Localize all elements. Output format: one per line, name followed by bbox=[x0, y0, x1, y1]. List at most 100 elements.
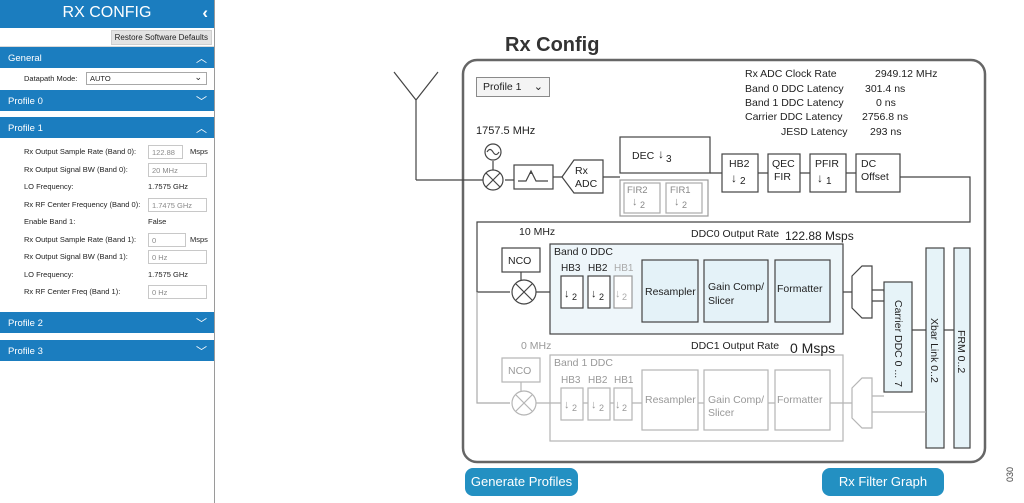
band0-hb1-factor: 2 bbox=[622, 292, 627, 302]
field-row: Rx Output Sample Rate (Band 1): 0 Msps bbox=[0, 231, 214, 249]
section-profile-0[interactable]: Profile 0 ﹀ bbox=[0, 90, 214, 112]
rf-center-band1-input[interactable]: 0 Hz bbox=[148, 285, 207, 299]
band1-gain-comp-block bbox=[703, 369, 769, 431]
down-arrow-icon: ↓ bbox=[731, 171, 737, 185]
section-profile-3[interactable]: Profile 3 ﹀ bbox=[0, 340, 214, 362]
band1-hb3-factor: 2 bbox=[572, 403, 577, 413]
unit-label: Msps bbox=[190, 234, 208, 244]
band0-hb2-factor: 2 bbox=[599, 292, 604, 302]
restore-defaults-button[interactable]: Restore Software Defaults bbox=[110, 30, 212, 45]
rx-filter-graph-button[interactable]: Rx Filter Graph bbox=[822, 468, 944, 496]
sample-rate-band0-input[interactable]: 122.88 bbox=[148, 145, 183, 159]
fir1-label: FIR1 bbox=[670, 185, 691, 196]
rf-center-band0-input[interactable]: 1.7475 GHz bbox=[148, 197, 207, 212]
down-arrow-icon: ↓ bbox=[658, 147, 664, 161]
frm-label: FRM 0..2 bbox=[955, 330, 967, 373]
pfir-label: PFIR bbox=[815, 158, 839, 170]
profile-select[interactable]: Profile 1 ⌄ bbox=[476, 77, 550, 97]
section-general[interactable]: General ︿ bbox=[0, 47, 214, 69]
lo-frequency-label: 1757.5 MHz bbox=[476, 125, 535, 137]
section-profile-1-label: Profile 1 bbox=[8, 123, 43, 134]
field-label: Rx Output Sample Rate (Band 1): bbox=[24, 234, 137, 244]
down-arrow-icon: ↓ bbox=[817, 171, 823, 185]
dc-offset-block bbox=[855, 153, 901, 193]
band1-gain-comp-label: Gain Comp/ bbox=[708, 394, 764, 406]
field-row: LO Frequency: 1.7575 GHz bbox=[0, 266, 214, 284]
down-arrow-icon: ↓ bbox=[615, 288, 621, 300]
carrier-latency-label: Carrier DDC Latency bbox=[745, 111, 843, 123]
pfir-block bbox=[809, 153, 847, 193]
datapath-mode-value: AUTO bbox=[90, 74, 111, 83]
down-arrow-icon: ↓ bbox=[591, 399, 597, 411]
qec-fir-block bbox=[767, 153, 801, 193]
fir1-block bbox=[665, 182, 703, 214]
field-row: LO Frequency: 1.7575 GHz bbox=[0, 178, 214, 196]
field-label: Rx RF Center Frequency (Band 0): bbox=[24, 199, 141, 209]
band1-formatter-block bbox=[774, 369, 831, 431]
collapse-panel-icon[interactable]: ‹ bbox=[202, 3, 208, 22]
band0-hb2-label: HB2 bbox=[588, 263, 608, 274]
down-arrow-icon: ↓ bbox=[632, 196, 638, 208]
band0-latency-label: Band 0 DDC Latency bbox=[745, 83, 844, 95]
chevron-down-icon: ⌄ bbox=[533, 81, 543, 93]
chevron-down-icon: ﹀ bbox=[196, 96, 207, 108]
band0-nco-label: NCO bbox=[508, 255, 531, 267]
xbar-link-block bbox=[925, 247, 945, 449]
band0-slicer-label: Slicer bbox=[708, 295, 735, 307]
band0-gain-comp-label: Gain Comp/ bbox=[708, 281, 764, 293]
signal-bw-band0-input[interactable]: 20 MHz bbox=[148, 162, 207, 177]
adc-clock-value: 2949.12 MHz bbox=[875, 68, 937, 80]
band0-gain-comp-block bbox=[703, 259, 769, 323]
band0-hb3-label: HB3 bbox=[561, 263, 581, 274]
band1-hb1-block bbox=[613, 387, 633, 421]
section-profile-2[interactable]: Profile 2 ﹀ bbox=[0, 312, 214, 334]
band1-nco-label: NCO bbox=[508, 365, 531, 377]
section-profile-1[interactable]: Profile 1 ︿ bbox=[0, 117, 214, 139]
adc-clock-label: Rx ADC Clock Rate bbox=[745, 68, 837, 80]
chevron-down-icon: ﹀ bbox=[196, 318, 207, 330]
generate-profiles-button[interactable]: Generate Profiles bbox=[465, 468, 578, 496]
unit-label: Msps bbox=[190, 147, 208, 156]
band0-formatter-block bbox=[774, 259, 831, 323]
signal-bw-band1-input[interactable]: 0 Hz bbox=[148, 250, 207, 264]
hb2-label: HB2 bbox=[729, 158, 750, 170]
jesd-latency-label: JESD Latency bbox=[781, 126, 848, 138]
field-row: Rx Output Sample Rate (Band 0): 122.88 M… bbox=[0, 143, 214, 161]
datapath-mode-select[interactable]: AUTO ⌄ bbox=[86, 72, 207, 85]
down-arrow-icon: ↓ bbox=[674, 196, 680, 208]
enable-band1-value[interactable]: False bbox=[148, 217, 167, 226]
offset-label: Offset bbox=[861, 171, 889, 183]
carrier-ddc-label: Carrier DDC 0 ... 7 bbox=[892, 300, 904, 387]
band0-hb3-block bbox=[560, 275, 584, 309]
carrier-ddc-block bbox=[883, 281, 913, 393]
frm-block bbox=[953, 247, 971, 449]
band1-mux-icon bbox=[851, 377, 873, 429]
chevron-up-icon: ︿ bbox=[196, 53, 207, 65]
dec-block bbox=[619, 136, 711, 174]
ddc0-output-label: DDC0 Output Rate bbox=[691, 228, 779, 240]
carrier-latency-value: 2756.8 ns bbox=[862, 111, 908, 123]
field-label: LO Frequency: bbox=[24, 269, 74, 279]
down-arrow-icon: ↓ bbox=[564, 288, 570, 300]
antenna-icon bbox=[393, 71, 439, 180]
field-label: Rx RF Center Freq (Band 1): bbox=[24, 287, 121, 296]
dec-factor: 3 bbox=[666, 154, 672, 165]
pfir-factor: 1 bbox=[826, 176, 832, 187]
down-arrow-icon: ↓ bbox=[615, 399, 621, 411]
profile-1-fields: Rx Output Sample Rate (Band 0): 122.88 M… bbox=[0, 139, 214, 301]
profile-select-value: Profile 1 bbox=[483, 81, 522, 93]
band0-formatter-label: Formatter bbox=[777, 283, 823, 295]
field-label: Rx Output Sample Rate (Band 0): bbox=[24, 147, 137, 156]
oscillator-icon bbox=[484, 143, 502, 161]
ddc1-output-label: DDC1 Output Rate bbox=[691, 340, 779, 352]
down-arrow-icon: ↓ bbox=[564, 399, 570, 411]
band1-title: Band 1 DDC bbox=[554, 357, 613, 369]
field-row: Rx RF Center Frequency (Band 0): 1.7475 … bbox=[0, 196, 214, 214]
fir1-factor: 2 bbox=[682, 200, 687, 210]
down-arrow-icon: ↓ bbox=[591, 288, 597, 300]
band0-hb1-block bbox=[613, 275, 633, 309]
sample-rate-band1-input[interactable]: 0 bbox=[148, 232, 186, 247]
jesd-latency-value: 293 ns bbox=[870, 126, 902, 138]
ddc1-output-value: 0 Msps bbox=[790, 340, 835, 356]
band0-hb2-block bbox=[587, 275, 611, 309]
